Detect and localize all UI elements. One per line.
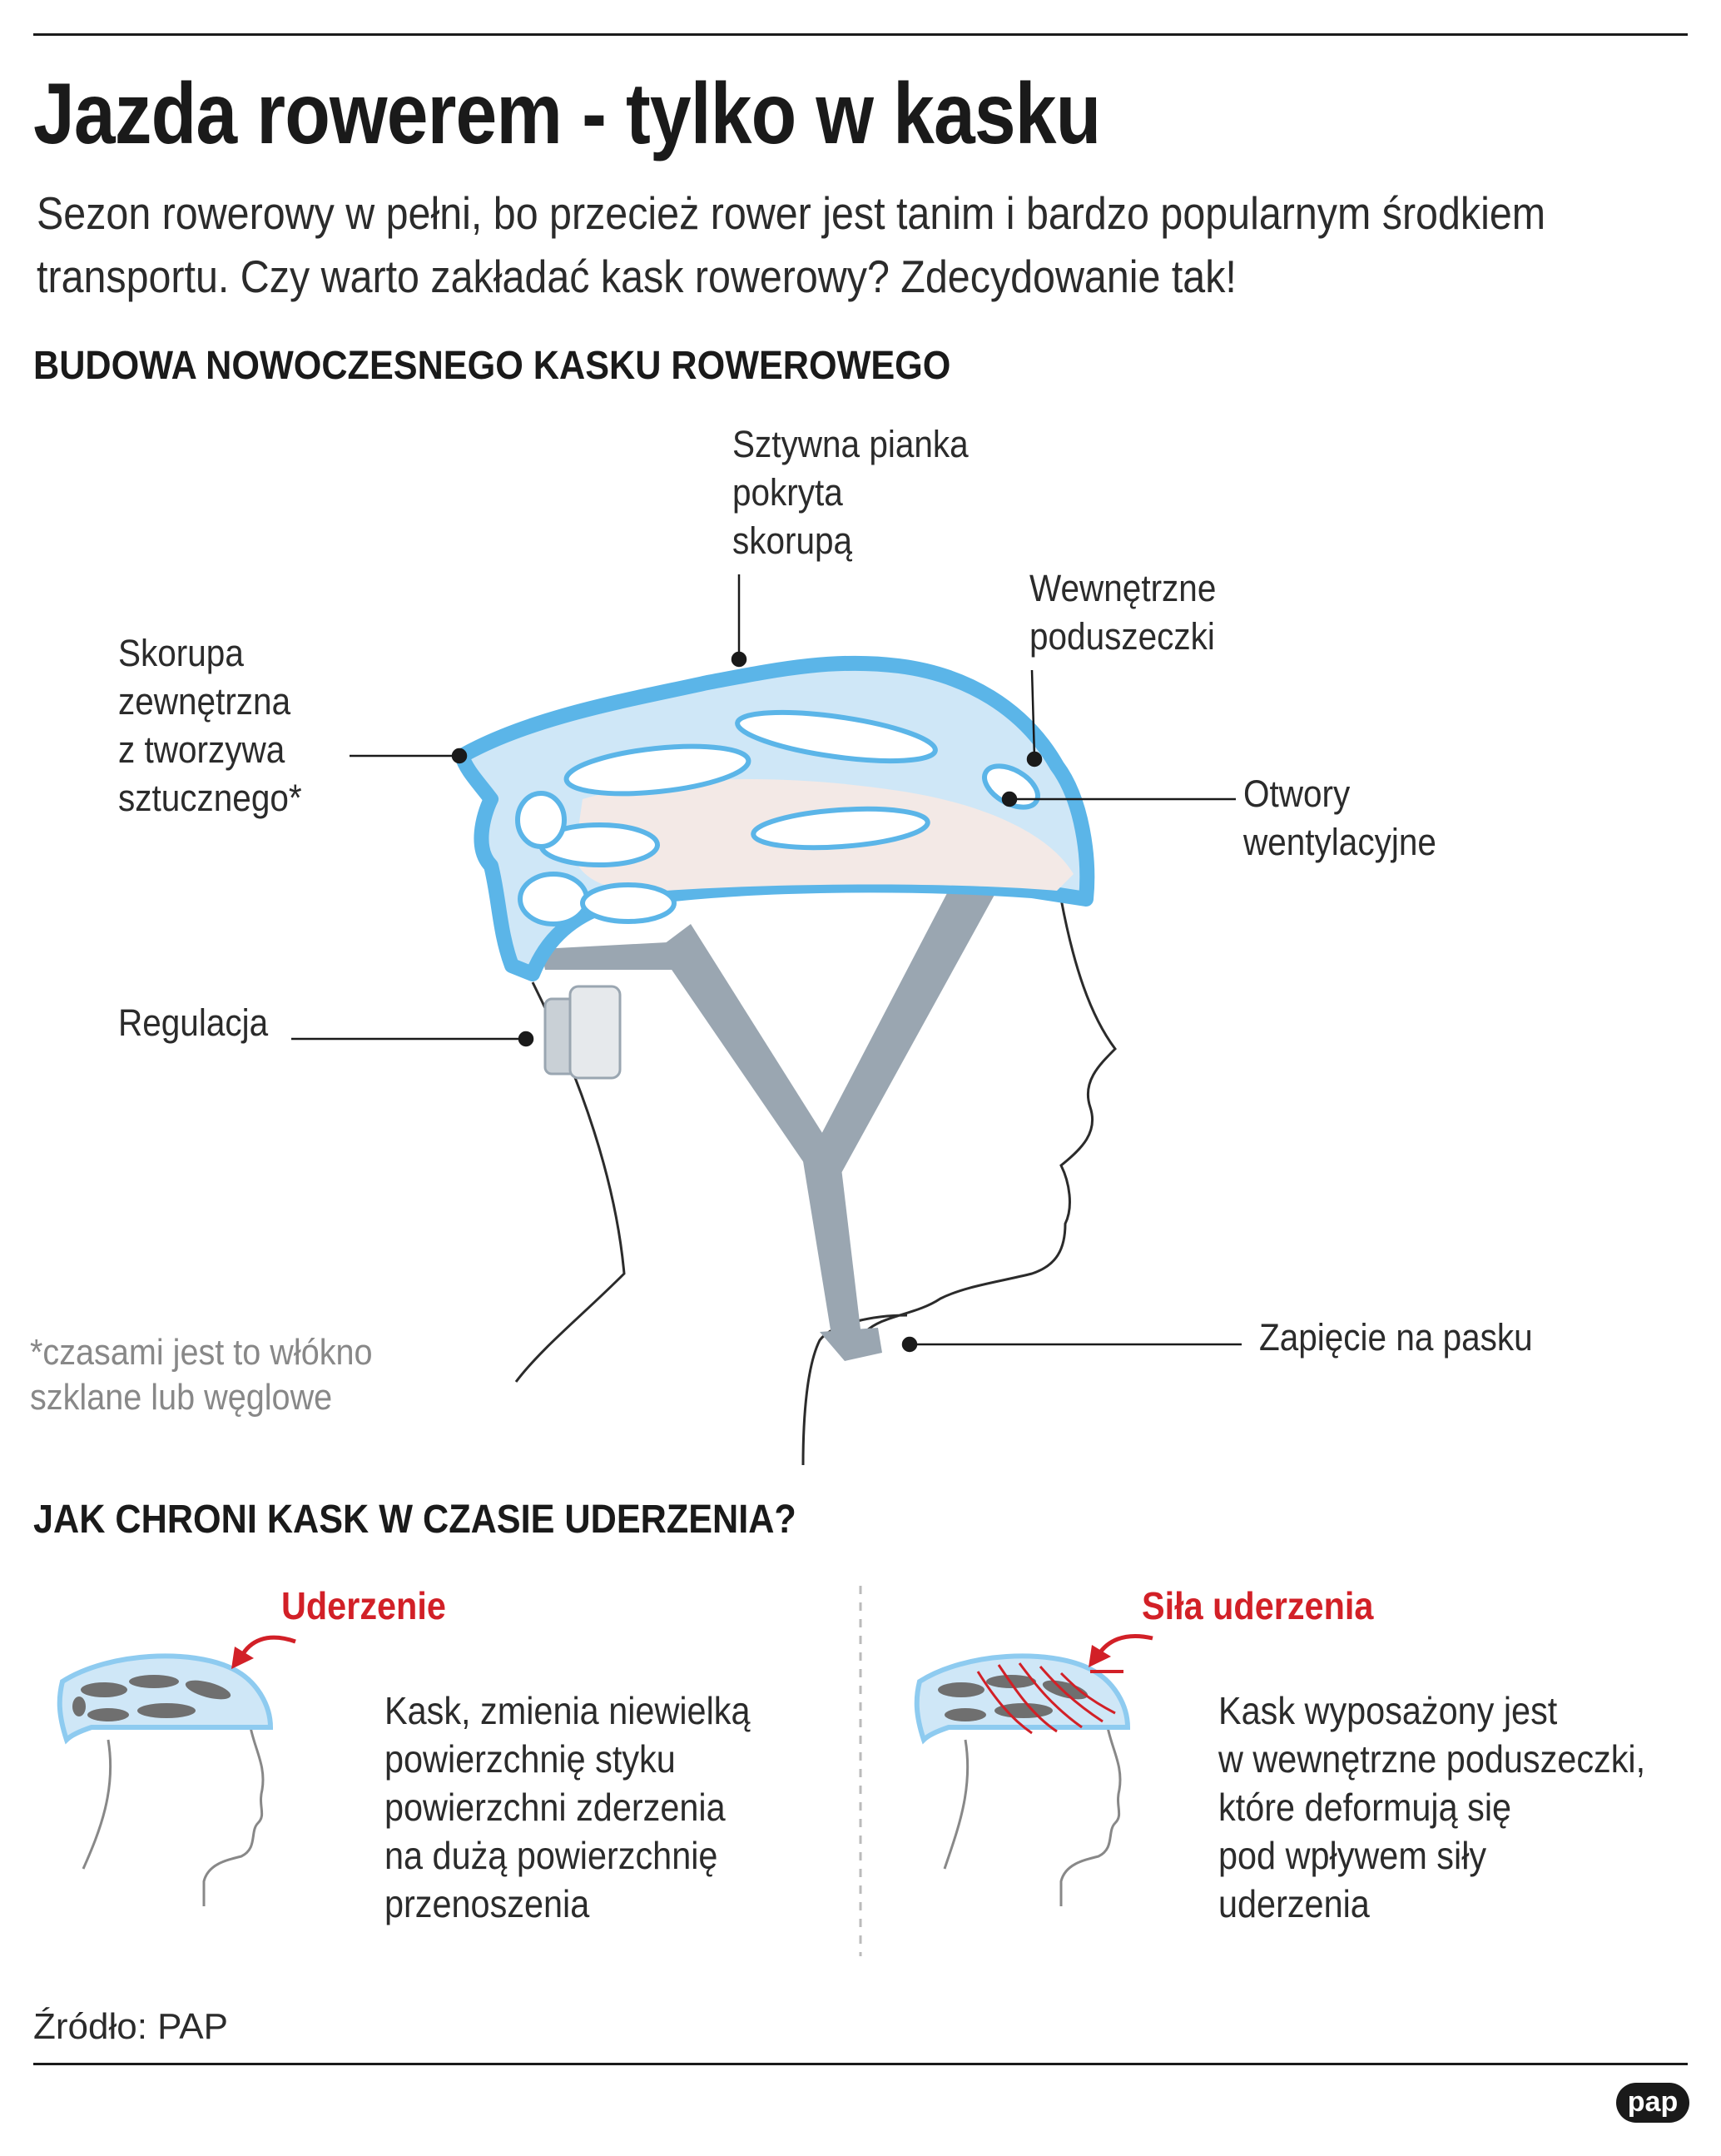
force-lines: [976, 1662, 1116, 1735]
source-note: Źródło: PAP: [33, 2006, 228, 2047]
impact-diagrams: [57, 1586, 1153, 1956]
left-desc-line-2: powierzchnię styku: [384, 1737, 676, 1781]
label-pads-line-2: poduszeczki: [1029, 615, 1215, 658]
section-heading-structure: BUDOWA NOWOCZESNEGO KASKU ROWEROWEGO: [33, 344, 951, 388]
label-foam-line-3: skorupą: [732, 519, 853, 562]
label-shell: Skorupa zewnętrzna z tworzywa sztucznego…: [118, 629, 302, 822]
left-head-outline: [82, 1722, 265, 1906]
label-vents-line-2: wentylacyjne: [1243, 821, 1436, 863]
pap-logo: pap: [1616, 2083, 1689, 2123]
intro-text: Sezon rowerowy w pełni, bo przecież rowe…: [37, 181, 1575, 308]
right-desc-line-3: które deformują się: [1218, 1786, 1512, 1829]
bottom-rule: [33, 2063, 1688, 2065]
footnote-line-2: szklane lub węglowe: [30, 1377, 333, 1418]
label-shell-line-2: zewnętrzna: [118, 680, 291, 723]
left-desc-line-3: powierzchni zderzenia: [384, 1786, 726, 1829]
label-pads: Wewnętrzne poduszeczki: [1029, 564, 1216, 661]
label-vents: Otwory wentylacyjne: [1243, 770, 1436, 867]
right-description: Kask wyposażony jest w wewnętrzne podusz…: [1218, 1687, 1645, 1928]
right-impact-arrow: [1096, 1633, 1153, 1657]
left-impact-arrowhead: [231, 1647, 254, 1669]
helmet-diagram: [291, 574, 1242, 1466]
label-pads-line-1: Wewnętrzne: [1029, 567, 1217, 609]
label-foam-line-1: Sztywna pianka: [732, 423, 969, 465]
right-head-outline: [943, 1722, 1122, 1906]
right-desc-line-5: uderzenia: [1218, 1882, 1370, 1925]
right-impact-arrowhead: [1089, 1645, 1111, 1667]
label-buckle: Zapięcie na pasku: [1259, 1316, 1533, 1359]
label-adjust: Regulacja: [118, 1001, 269, 1044]
leader-lines: [291, 574, 1242, 1353]
right-impact-label: Siła uderzenia: [1142, 1584, 1374, 1627]
intro-line-1: Sezon rowerowy w pełni, bo przecież rowe…: [37, 187, 1546, 239]
label-vents-line-1: Otwory: [1243, 772, 1351, 815]
footnote: *czasami jest to włókno szklane lub węgl…: [30, 1330, 373, 1420]
top-rule: [33, 33, 1688, 36]
label-foam-line-2: pokryta: [732, 471, 843, 514]
label-shell-line-1: Skorupa: [118, 632, 244, 674]
helmet-straps: [541, 874, 994, 1361]
footnote-line-1: *czasami jest to włókno: [30, 1332, 373, 1373]
left-desc-line-4: na dużą powierzchnię: [384, 1834, 718, 1877]
label-shell-line-4: sztucznego*: [118, 777, 302, 819]
ventilation-holes: [515, 709, 1040, 926]
right-desc-line-4: pod wpływem siły: [1218, 1834, 1487, 1877]
left-desc-line-1: Kask, zmienia niewielką: [384, 1689, 751, 1732]
right-desc-line-2: w wewnętrzne poduszeczki,: [1218, 1737, 1646, 1781]
left-description: Kask, zmienia niewielką powierzchnię sty…: [384, 1687, 750, 1928]
section-heading-impact: JAK CHRONI KASK W CZASIE UDERZENIA?: [33, 1498, 796, 1542]
left-impact-arrow: [239, 1635, 296, 1658]
label-shell-line-3: z tworzywa: [118, 728, 285, 771]
adjuster: [543, 985, 622, 1080]
intro-line-2: transportu. Czy warto zakładać kask rowe…: [37, 251, 1237, 302]
left-impact-label: Uderzenie: [281, 1584, 446, 1627]
left-helmet: [57, 1653, 274, 1745]
label-foam: Sztywna pianka pokryta skorupą: [732, 420, 969, 565]
left-desc-line-5: przenoszenia: [384, 1882, 590, 1925]
left-helmet-vents: [72, 1675, 231, 1721]
page-title: Jazda rowerem - tylko w kasku: [33, 66, 1101, 162]
right-desc-line-1: Kask wyposażony jest: [1218, 1689, 1558, 1732]
